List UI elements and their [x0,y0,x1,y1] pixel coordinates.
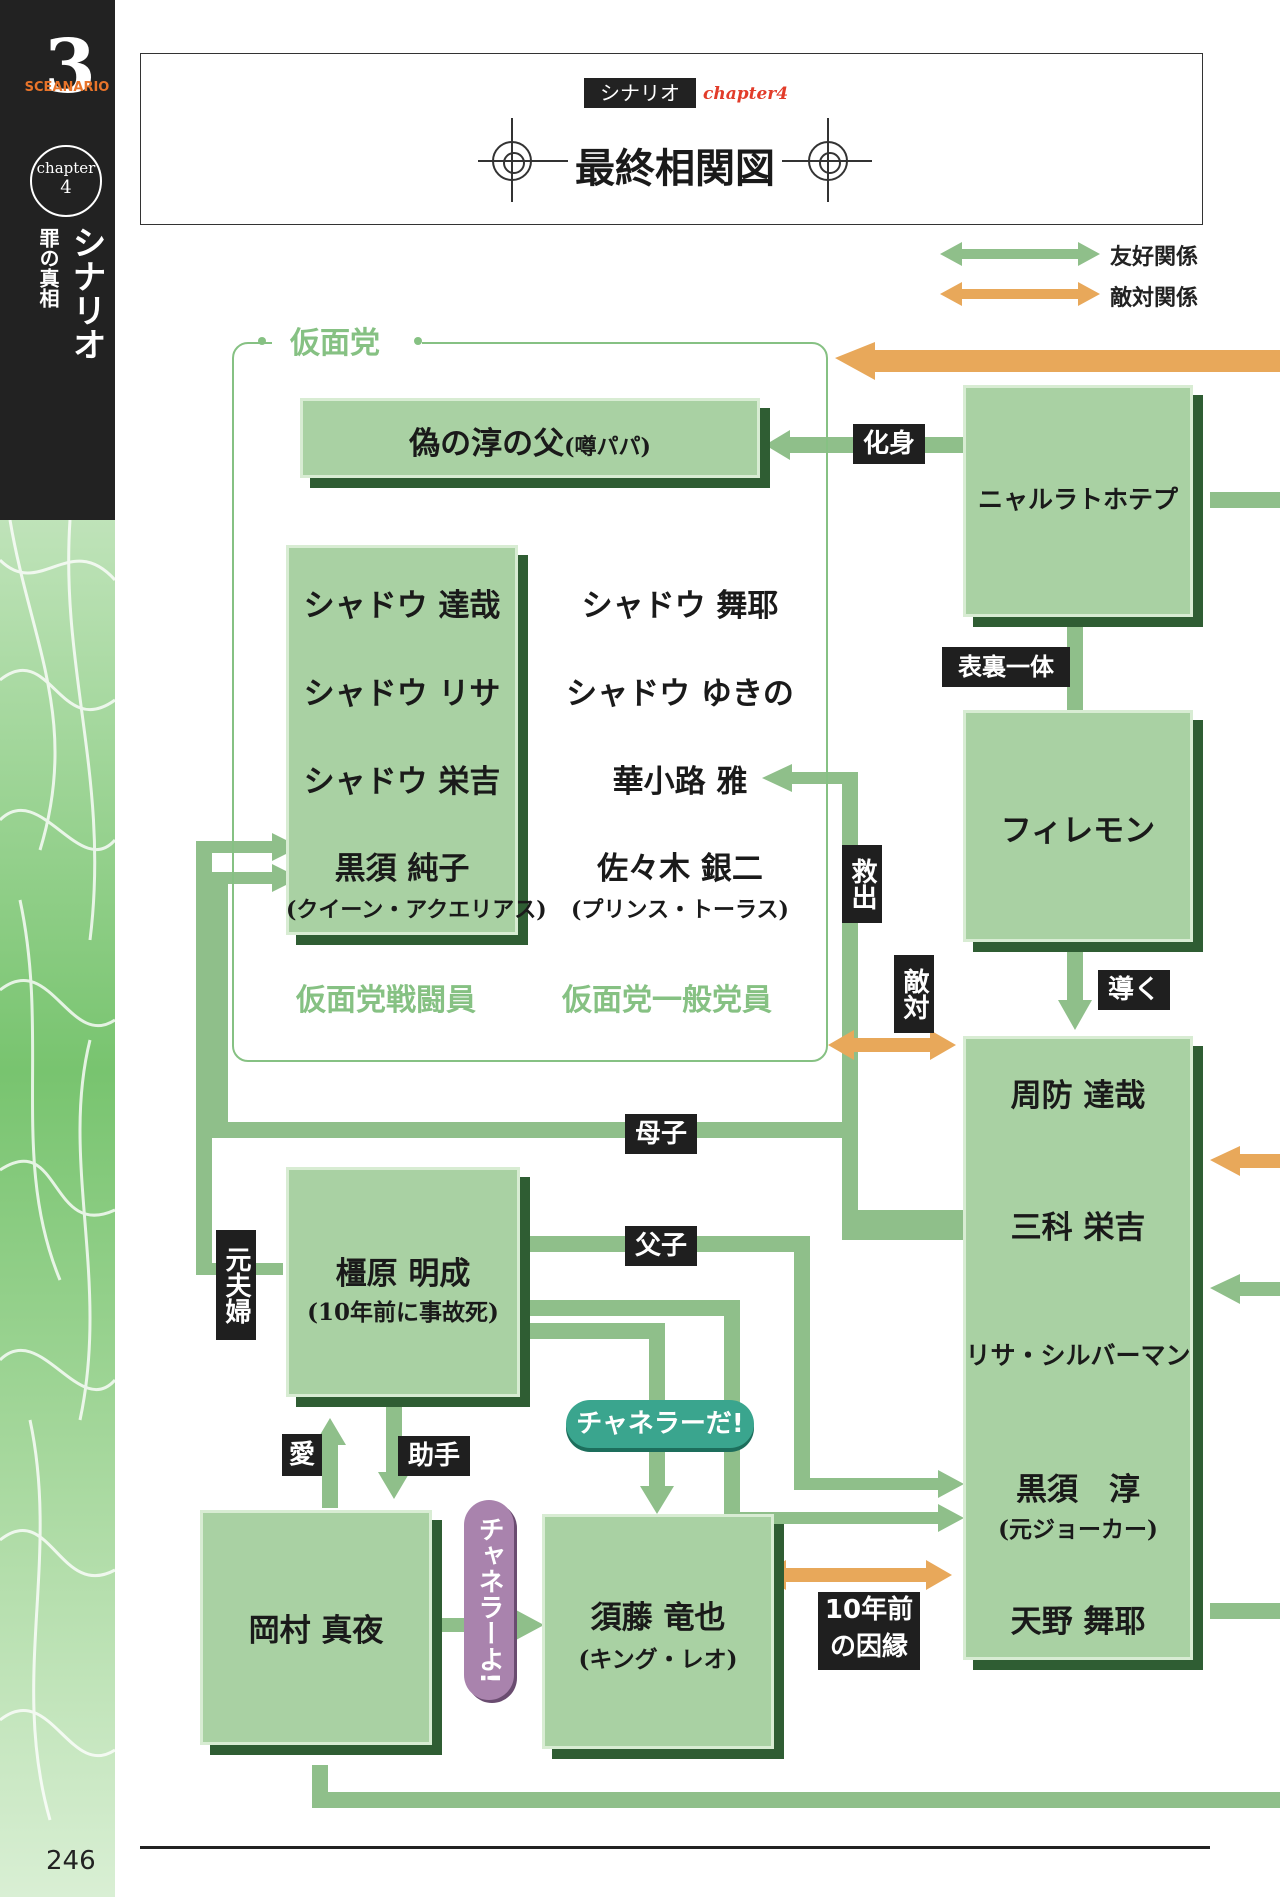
node-junko: 黒須 純子 [334,851,470,887]
tag-ex-couple: 元夫婦 [216,1230,256,1340]
header-frame [140,53,1203,225]
tag-rescue: 救出 [842,845,882,923]
node-okamura: 岡村 真夜 [248,1613,384,1649]
node-party-jun: 黒須 淳 [1016,1472,1140,1508]
group-dot-icon [414,337,422,345]
arrow-two-sides [1060,592,1090,735]
node-fake-father: 偽の淳の父(噂パパ) [300,418,760,463]
legend-arrows [940,242,1100,306]
node-kashihara: 橿原 明成 [335,1256,471,1292]
node-party-jun-sub: (元ジョーカー) [998,1516,1158,1543]
tag-assistant: 助手 [398,1436,470,1476]
tag-two-sides: 表裏一体 [942,647,1070,687]
section-subtitle: 罪の真相 [36,228,60,308]
node-ginji-sub: (プリンス・トーラス) [571,897,789,923]
crosshair-icon [492,141,532,181]
group-title: 仮面党 [290,326,380,361]
tag-incarnation: 化身 [853,424,925,464]
pill-channeler-da: チャネラーだ! [566,1400,754,1448]
tag-fate: 10年前の因縁 [818,1592,920,1670]
node-shadow-maya: シャドウ 舞耶 [581,588,779,624]
group-frame [232,342,828,1062]
tag-hostile: 敵対 [894,955,934,1033]
node-miyabi: 華小路 雅 [612,764,748,800]
arrow-love [314,1418,346,1508]
group-members-label: 仮面党一般党員 [562,983,772,1018]
box-okamura [200,1510,432,1745]
group-dot-icon [258,337,266,345]
node-junko-sub: (クイーン・アクエリアス) [286,897,547,923]
node-shadow-tatsuya: シャドウ 達哉 [303,588,501,624]
box-fake-father [300,398,760,478]
hostile-arrow-icon [940,282,1100,306]
page-number: 246 [46,1846,96,1876]
page-title: 最終相関図 [575,145,775,192]
node-party-lisa: リサ・シルバーマン [965,1341,1191,1370]
header-chapter: chapter4 [703,84,789,104]
tag-love: 愛 [282,1434,322,1476]
node-shadow-eikichi: シャドウ 栄吉 [303,764,501,800]
legend-hostile: 敵対関係 [1110,286,1199,311]
node-ginji: 佐々木 銀二 [597,851,763,887]
group-title-bg [272,318,422,362]
tag-guide: 導く [1098,970,1170,1010]
box-nyarlathotep [963,385,1193,617]
box-kashihara [286,1167,520,1397]
box-combatants [286,545,518,935]
node-philemon: フィレモン [1000,813,1156,849]
node-party-maya: 天野 舞耶 [1010,1604,1146,1640]
link-maya-right [1210,1603,1280,1619]
line-ex-couple [196,833,300,1275]
arrow-channeler-da [525,1323,674,1514]
arrow-guide [1058,952,1092,1030]
friendly-arrow-icon [940,242,1100,266]
pill-channeler-yo: チャネラーよ! [464,1500,514,1700]
arrow-hostile [828,1030,956,1060]
fake-father-sub: (噂パパ) [564,434,651,460]
chapter-number: 3 [44,24,96,110]
sidebar-strip [0,0,115,520]
node-shadow-lisa: シャドウ リサ [303,676,501,712]
scenario-word: SCEANARIO [24,80,110,95]
node-shadow-yukino: シャドウ ゆきの [566,676,794,712]
hostile-arrow-right [1210,1146,1280,1176]
net-pattern [0,520,115,1821]
box-party [963,1036,1193,1660]
legend-friendly: 友好関係 [1110,245,1199,270]
fake-father-name: 偽の淳の父 [409,426,565,462]
link-nyar-right [1210,492,1280,508]
sidebar-pattern [0,520,115,1897]
box-sudou [542,1514,774,1749]
tag-mother-child: 母子 [625,1114,697,1154]
node-sudou: 須藤 竜也 [590,1600,726,1636]
node-sudou-sub: (キング・レオ) [578,1646,738,1673]
arrow-fate [760,1560,952,1590]
chapter-word: chapter [36,159,96,177]
node-nyarlathotep: ニャルラトホテプ [977,485,1178,514]
crosshair-icon [808,141,848,181]
node-kashihara-sub: (10年前に事故死) [307,1299,499,1326]
hostile-arrow-top [835,342,1280,380]
section-title: シナリオ [66,225,106,361]
line-bottom-loop [312,1765,1280,1808]
chapter-index: 4 [60,177,72,198]
node-party-tatsuya: 周防 達哉 [1010,1078,1146,1114]
line-father-child [525,1236,964,1498]
tag-father-child: 父子 [625,1226,697,1266]
box-philemon [963,710,1193,942]
node-party-eikichi: 三科 栄吉 [1010,1210,1146,1246]
chapter-badge: chapter 4 [30,145,102,217]
group-combatants-label: 仮面党戦闘員 [296,983,476,1018]
link-right-2 [1210,1274,1280,1304]
header-tag: シナリオ [584,78,696,108]
footer-rule [140,1846,1210,1849]
